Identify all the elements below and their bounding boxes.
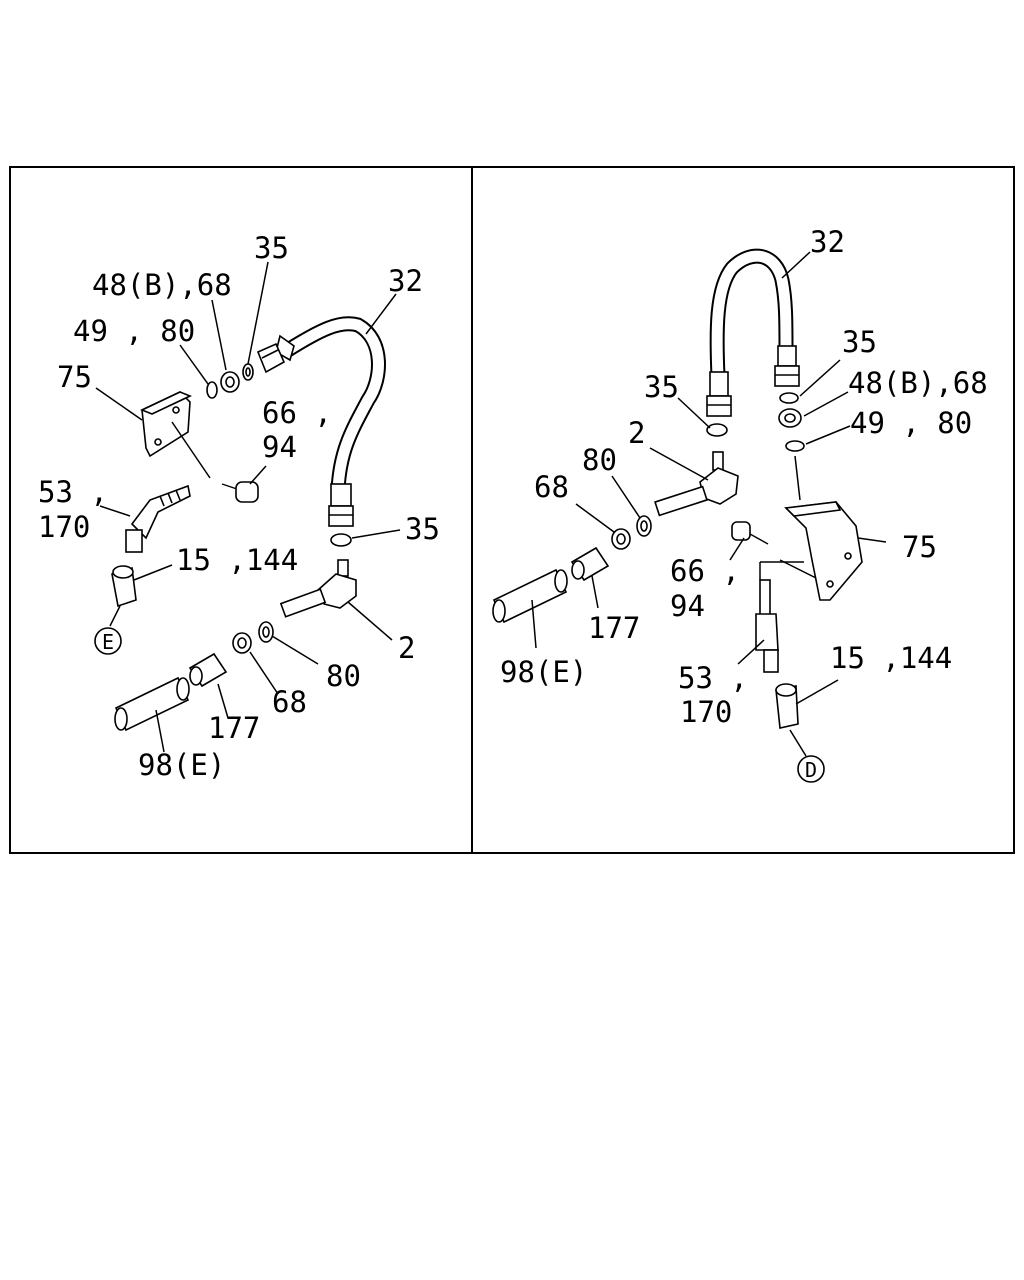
right-label-48b-68: 48(B),68 <box>848 366 988 400</box>
right-washers-80-68 <box>611 515 652 550</box>
left-label-53: 53 , <box>38 475 108 509</box>
diagram-frame <box>9 166 1015 854</box>
left-label-15-144: 15 ,144 <box>176 543 298 577</box>
left-bolt-66-94 <box>221 481 259 503</box>
right-label-170: 170 <box>680 695 732 729</box>
right-label-53: 53 , <box>678 661 748 695</box>
right-label-98e: 98(E) <box>500 655 587 689</box>
right-leader-lines <box>531 251 887 705</box>
left-washer-35 <box>330 533 352 547</box>
left-label-48b-68: 48(B),68 <box>92 268 232 302</box>
left-label-98e: 98(E) <box>138 748 225 782</box>
left-label-2: 2 <box>398 631 415 665</box>
right-label-15-144: 15 ,144 <box>830 641 952 675</box>
left-leader-lines <box>95 261 401 753</box>
left-banjo-2 <box>279 559 357 618</box>
right-hose-32 <box>706 248 800 417</box>
left-hose-32 <box>256 316 386 527</box>
right-label-80: 80 <box>582 443 617 477</box>
right-label-32: 32 <box>810 225 845 259</box>
left-panel: E 32 35 48(B),68 49 , 80 75 66 , 94 53 ,… <box>38 231 440 782</box>
right-bracket-75 <box>779 501 863 601</box>
left-label-32: 32 <box>388 264 423 298</box>
left-pipe-98e <box>114 676 190 732</box>
right-label-75: 75 <box>902 530 937 564</box>
right-connector-d <box>797 755 825 783</box>
right-label-2: 2 <box>628 416 645 450</box>
right-label-66: 66 , <box>670 554 740 588</box>
left-label-177: 177 <box>208 711 260 745</box>
right-sleeve-177 <box>570 546 610 582</box>
right-washer-35-left <box>706 423 728 437</box>
right-bolt-66-94 <box>731 521 769 545</box>
right-label-177: 177 <box>588 611 640 645</box>
left-bracket-75 <box>140 391 211 479</box>
left-label-94: 94 <box>262 430 297 464</box>
right-label-49-80: 49 , 80 <box>850 406 972 440</box>
right-label-35-right: 35 <box>842 325 877 359</box>
left-label-35-bottom: 35 <box>405 512 440 546</box>
right-label-35-left: 35 <box>644 370 679 404</box>
left-label-35-top: 35 <box>254 231 289 265</box>
left-connector-e-label: E <box>102 630 114 654</box>
left-washers-80-68 <box>232 621 274 654</box>
left-label-49-80: 49 , 80 <box>73 314 195 348</box>
right-label-94: 94 <box>670 589 705 623</box>
right-washers-35-48-49 <box>778 392 805 501</box>
right-label-68: 68 <box>534 470 569 504</box>
left-label-68: 68 <box>272 685 307 719</box>
left-label-66: 66 , <box>262 396 332 430</box>
right-banjo-2 <box>654 451 739 517</box>
right-pipe-98e <box>492 568 568 624</box>
right-panel: D 32 35 48(B),68 49 , 80 35 2 80 68 75 6 <box>492 225 988 783</box>
left-nut-15-144 <box>109 565 137 627</box>
left-sleeve-177 <box>188 652 228 688</box>
left-fitting-53-170 <box>125 484 191 553</box>
left-label-80: 80 <box>326 659 361 693</box>
left-label-75: 75 <box>57 360 92 394</box>
right-fitting-53-170 <box>755 561 804 673</box>
right-connector-d-label: D <box>805 758 817 782</box>
left-washers-top <box>206 363 254 399</box>
left-label-170: 170 <box>38 510 90 544</box>
left-connector-e <box>94 627 122 655</box>
right-nut-15-144 <box>775 683 807 757</box>
